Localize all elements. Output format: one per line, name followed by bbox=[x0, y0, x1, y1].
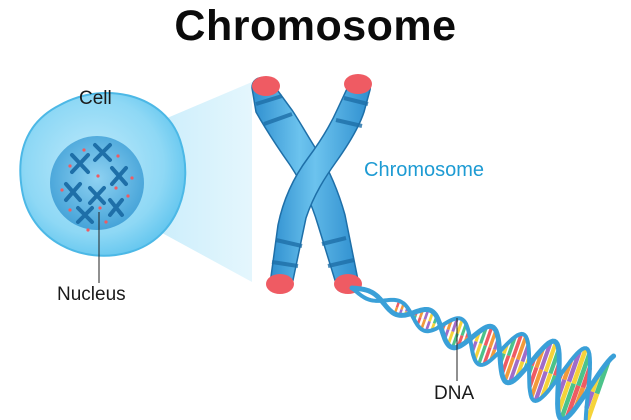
dna-base-pair bbox=[508, 358, 520, 384]
nucleus-chromosomes bbox=[64, 143, 128, 224]
dna-base-pair bbox=[482, 346, 492, 365]
nucleus bbox=[50, 136, 144, 230]
telomere-top-left bbox=[252, 76, 280, 96]
dna-base-pair bbox=[571, 347, 589, 385]
dna-base-pair bbox=[585, 392, 600, 420]
dna-base-pair bbox=[503, 356, 515, 382]
nucleus-label: Nucleus bbox=[57, 284, 126, 305]
page-title: Chromosome bbox=[174, 2, 457, 50]
dna-base-pair bbox=[516, 335, 528, 361]
dna-base-pair bbox=[455, 318, 464, 334]
telomere-top-right bbox=[344, 74, 372, 94]
dna-base-pair bbox=[559, 382, 576, 420]
dna-base-pair bbox=[566, 350, 582, 383]
dna-backbone-strand bbox=[350, 286, 593, 420]
chromosome bbox=[251, 74, 372, 294]
dna-base-pair bbox=[543, 341, 558, 373]
dna-base-pair bbox=[539, 341, 553, 371]
nucleus-dots bbox=[60, 148, 134, 232]
dna-base-pair bbox=[511, 333, 524, 359]
telomere-bottom-left bbox=[266, 274, 294, 294]
dna-base-pair bbox=[477, 344, 487, 365]
dna-base-pair bbox=[483, 326, 494, 347]
dna-label: DNA bbox=[434, 383, 475, 404]
chromosome-bands bbox=[255, 94, 369, 268]
dna-base-pair bbox=[529, 368, 544, 398]
chromosome-label: Chromosome bbox=[364, 159, 485, 181]
dna-base-pair bbox=[533, 370, 548, 402]
dna-base-pair bbox=[576, 353, 592, 387]
dna-helix bbox=[349, 285, 617, 420]
cell-label: Cell bbox=[79, 88, 112, 109]
